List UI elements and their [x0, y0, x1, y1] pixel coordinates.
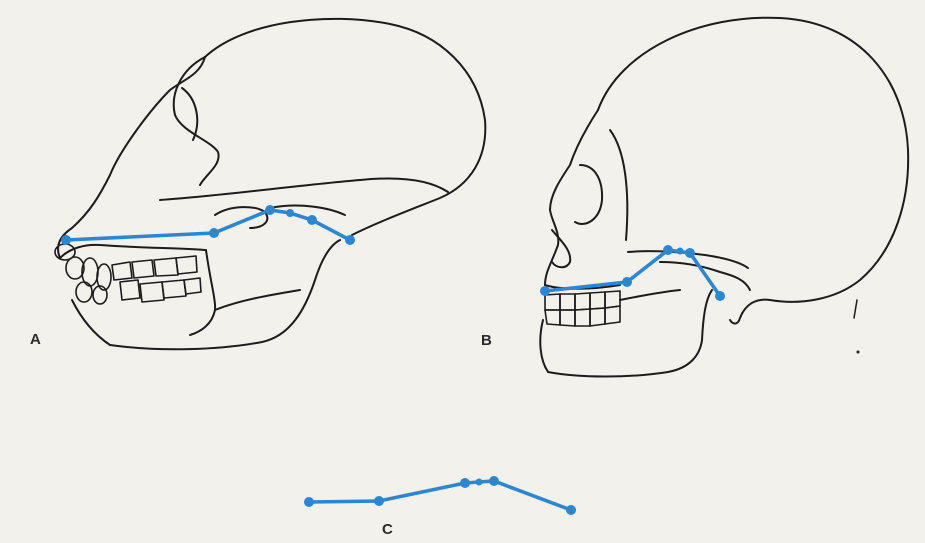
- point-a3: [265, 205, 275, 215]
- human-brow-line: [610, 130, 627, 240]
- ape-cranium-outline: [205, 19, 485, 235]
- panel-label-c: C: [382, 521, 393, 538]
- point-a6: [345, 235, 355, 245]
- point-b1: [540, 286, 550, 296]
- ape-zygomatic-arch: [215, 207, 267, 228]
- panel-label-b: B: [481, 332, 492, 349]
- human-forehead: [545, 110, 598, 285]
- ape-point-line: [61, 205, 355, 245]
- point-c1: [304, 497, 314, 507]
- ape-brow-ridge: [174, 57, 219, 185]
- point-a5: [307, 215, 317, 225]
- ape-snout: [60, 245, 205, 258]
- point-c4: [476, 479, 483, 486]
- human-mandible-angle: [620, 290, 680, 300]
- point-a1: [61, 235, 71, 245]
- human-mandible: [540, 290, 712, 377]
- human-orbit: [575, 165, 602, 224]
- point-b6: [715, 291, 725, 301]
- isolated-point-line: [304, 476, 576, 515]
- point-a2: [209, 228, 219, 238]
- point-c3: [460, 478, 470, 488]
- human-skull-drawing: [540, 18, 908, 377]
- point-b3: [663, 245, 673, 255]
- point-b4: [677, 248, 684, 255]
- human-cranium-outline: [598, 18, 908, 324]
- human-teeth: [545, 291, 620, 326]
- panel-label-a: A: [30, 331, 41, 348]
- point-c2: [374, 496, 384, 506]
- ape-forehead: [58, 57, 205, 258]
- point-b5: [685, 248, 695, 258]
- stray-dot: [857, 351, 860, 354]
- point-c5: [489, 476, 499, 486]
- human-nasal: [552, 230, 570, 267]
- ape-teeth: [55, 244, 201, 304]
- ape-skull-drawing: [55, 19, 485, 349]
- stray-mark: [854, 300, 857, 318]
- point-b2: [622, 277, 632, 287]
- point-a4: [286, 209, 294, 217]
- point-c6: [566, 505, 576, 515]
- ape-jaw-line: [215, 290, 300, 310]
